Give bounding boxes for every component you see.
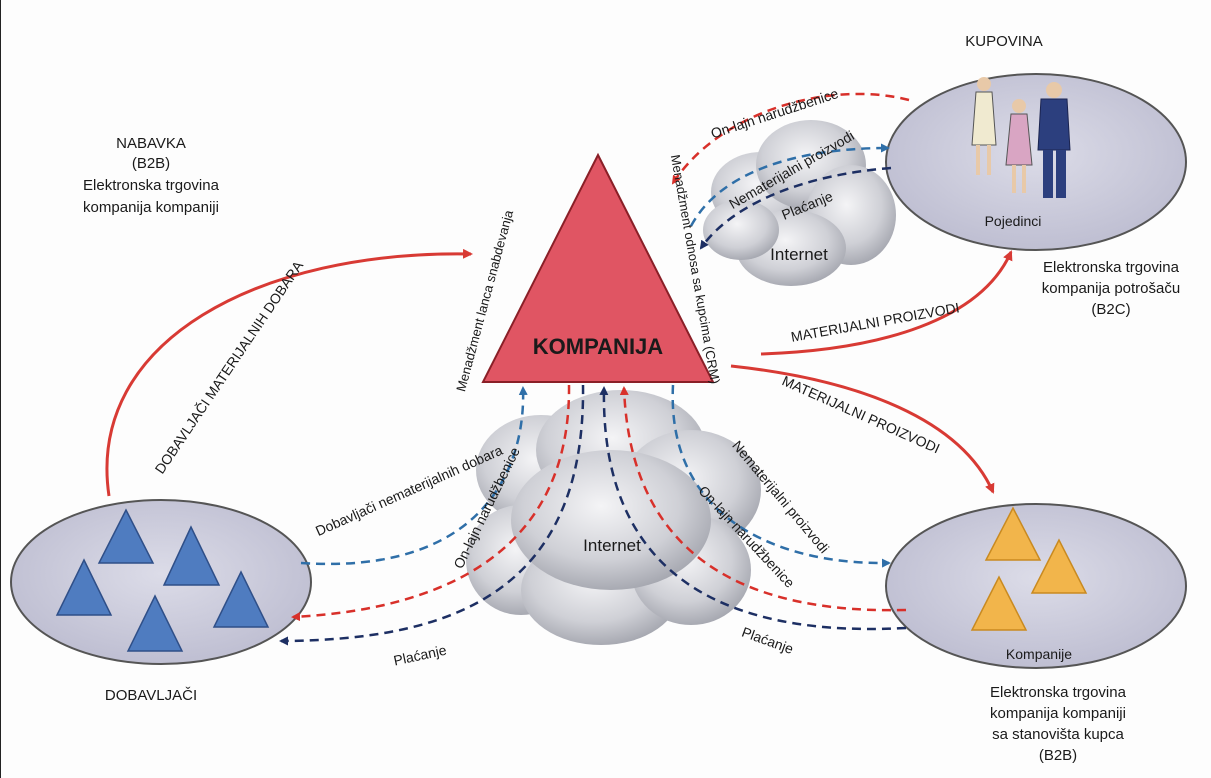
kupovina-label: KUPOVINA <box>965 33 1043 50</box>
b2c-line2: kompanija potrošaču <box>1042 280 1180 297</box>
b2b-buyer-line1: Elektronska trgovina <box>990 684 1127 701</box>
internet-center-label: Internet <box>583 536 641 555</box>
dobavljaci-label: DOBAVLJAČI <box>105 687 197 704</box>
material-b2b-label: MATERIJALNI PROIZVODI <box>780 372 943 456</box>
nabavka-code: (B2B) <box>132 155 170 172</box>
payment-right-label: Plaćanje <box>740 624 796 657</box>
b2b-buyer-line3: sa stanovišta kupca <box>992 726 1124 743</box>
payment-left-label: Plaćanje <box>392 642 448 669</box>
b2c-code: (B2C) <box>1091 301 1130 318</box>
kompanije-label: Kompanije <box>1006 646 1072 662</box>
nabavka-title: NABAVKA <box>116 135 186 152</box>
kompanija-label: KOMPANIJA <box>533 334 663 359</box>
nabavka-line2: kompanija kompaniji <box>83 199 219 216</box>
internet-cloud-center <box>466 390 761 645</box>
nabavka-line1: Elektronska trgovina <box>83 177 220 194</box>
supply-label: DOBAVLJAČI MATERIJALNIH DOBARA <box>151 257 306 476</box>
b2b-buyer-code: (B2B) <box>1039 747 1077 764</box>
internet-top-label: Internet <box>770 245 828 264</box>
b2c-line1: Elektronska trgovina <box>1043 259 1180 276</box>
pojedinci-label: Pojedinci <box>985 213 1042 229</box>
b2b-buyer-line2: kompanija kompaniji <box>990 705 1126 722</box>
